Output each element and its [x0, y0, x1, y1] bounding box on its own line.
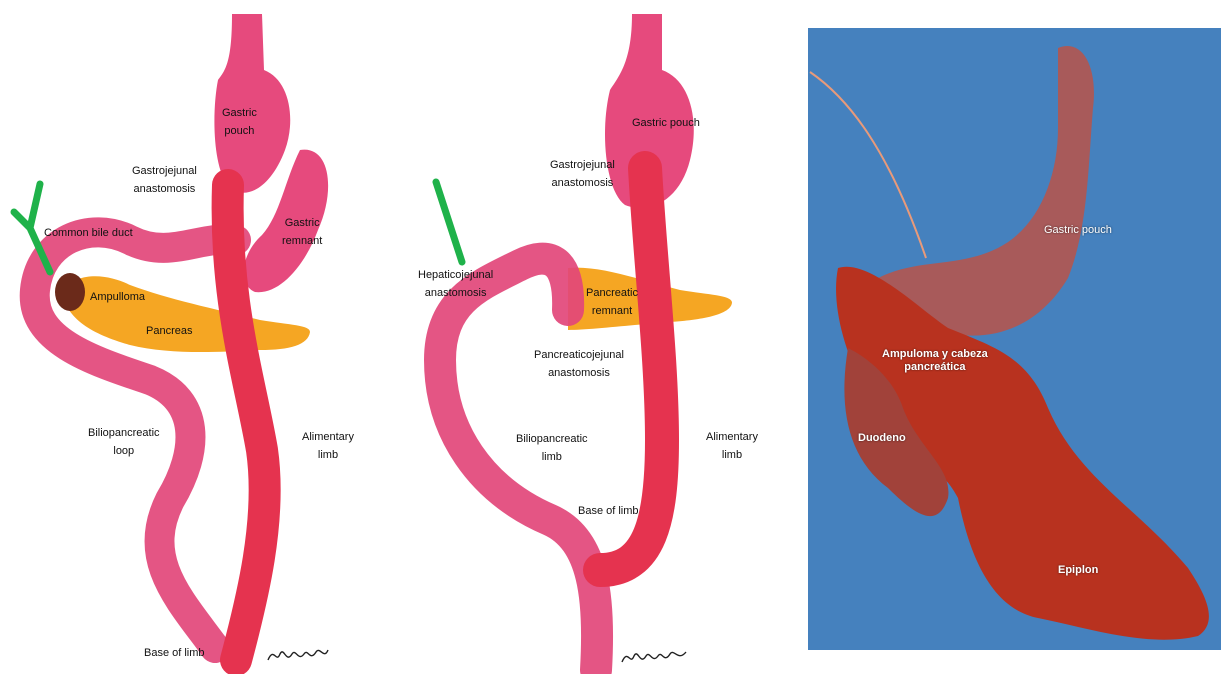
label-gastrojejunal-anastomosis: Gastrojejunal anastomosis: [550, 156, 615, 192]
label-gastric-remnant: Gastric remnant: [282, 214, 322, 250]
label-gastrojejunal-anastomosis: Gastrojejunal anastomosis: [132, 162, 197, 198]
label-base-of-limb: Base of limb: [144, 644, 205, 662]
label-pancreaticojejunal-anastomosis: Pancreaticojejunal anastomosis: [534, 346, 624, 382]
diagram-panel-before: Gastric pouch Gastrojejunal anastomosis …: [0, 0, 380, 674]
signature-image: [620, 644, 690, 670]
label-duodeno: Duodeno: [858, 432, 906, 445]
label-pancreatic-remnant: Pancreatic remnant: [586, 284, 638, 320]
label-biliopancreatic-loop: Biliopancreatic loop: [88, 424, 160, 460]
anatomy-drawing-after: [400, 0, 780, 674]
label-hepaticojejunal-anastomosis: Hepaticojejunal anastomosis: [418, 266, 493, 302]
specimen-image: [808, 28, 1221, 650]
label-common-bile-duct: Common bile duct: [44, 224, 133, 242]
label-gastric-pouch: Gastric pouch: [222, 104, 257, 140]
label-ampuloma: Ampuloma y cabeza pancreática: [882, 348, 988, 374]
label-pancreas: Pancreas: [146, 322, 192, 340]
label-epiplon: Epiplon: [1058, 564, 1098, 577]
ampulloma-shape: [55, 273, 85, 311]
label-ampulloma: Ampulloma: [90, 288, 145, 306]
surgical-specimen-photo: Gastric pouch Ampuloma y cabeza pancreát…: [808, 28, 1221, 650]
label-gastric-pouch: Gastric pouch: [1044, 224, 1112, 237]
diagram-panel-after: Gastric pouch Gastrojejunal anastomosis …: [400, 0, 780, 674]
signature-image: [266, 642, 332, 668]
label-base-of-limb: Base of limb: [578, 502, 639, 520]
label-alimentary-limb: Alimentary limb: [302, 428, 354, 464]
label-biliopancreatic-limb: Biliopancreatic limb: [516, 430, 588, 466]
bile-duct-shape: [436, 182, 462, 262]
label-alimentary-limb: Alimentary limb: [706, 428, 758, 464]
label-gastric-pouch: Gastric pouch: [632, 114, 700, 132]
